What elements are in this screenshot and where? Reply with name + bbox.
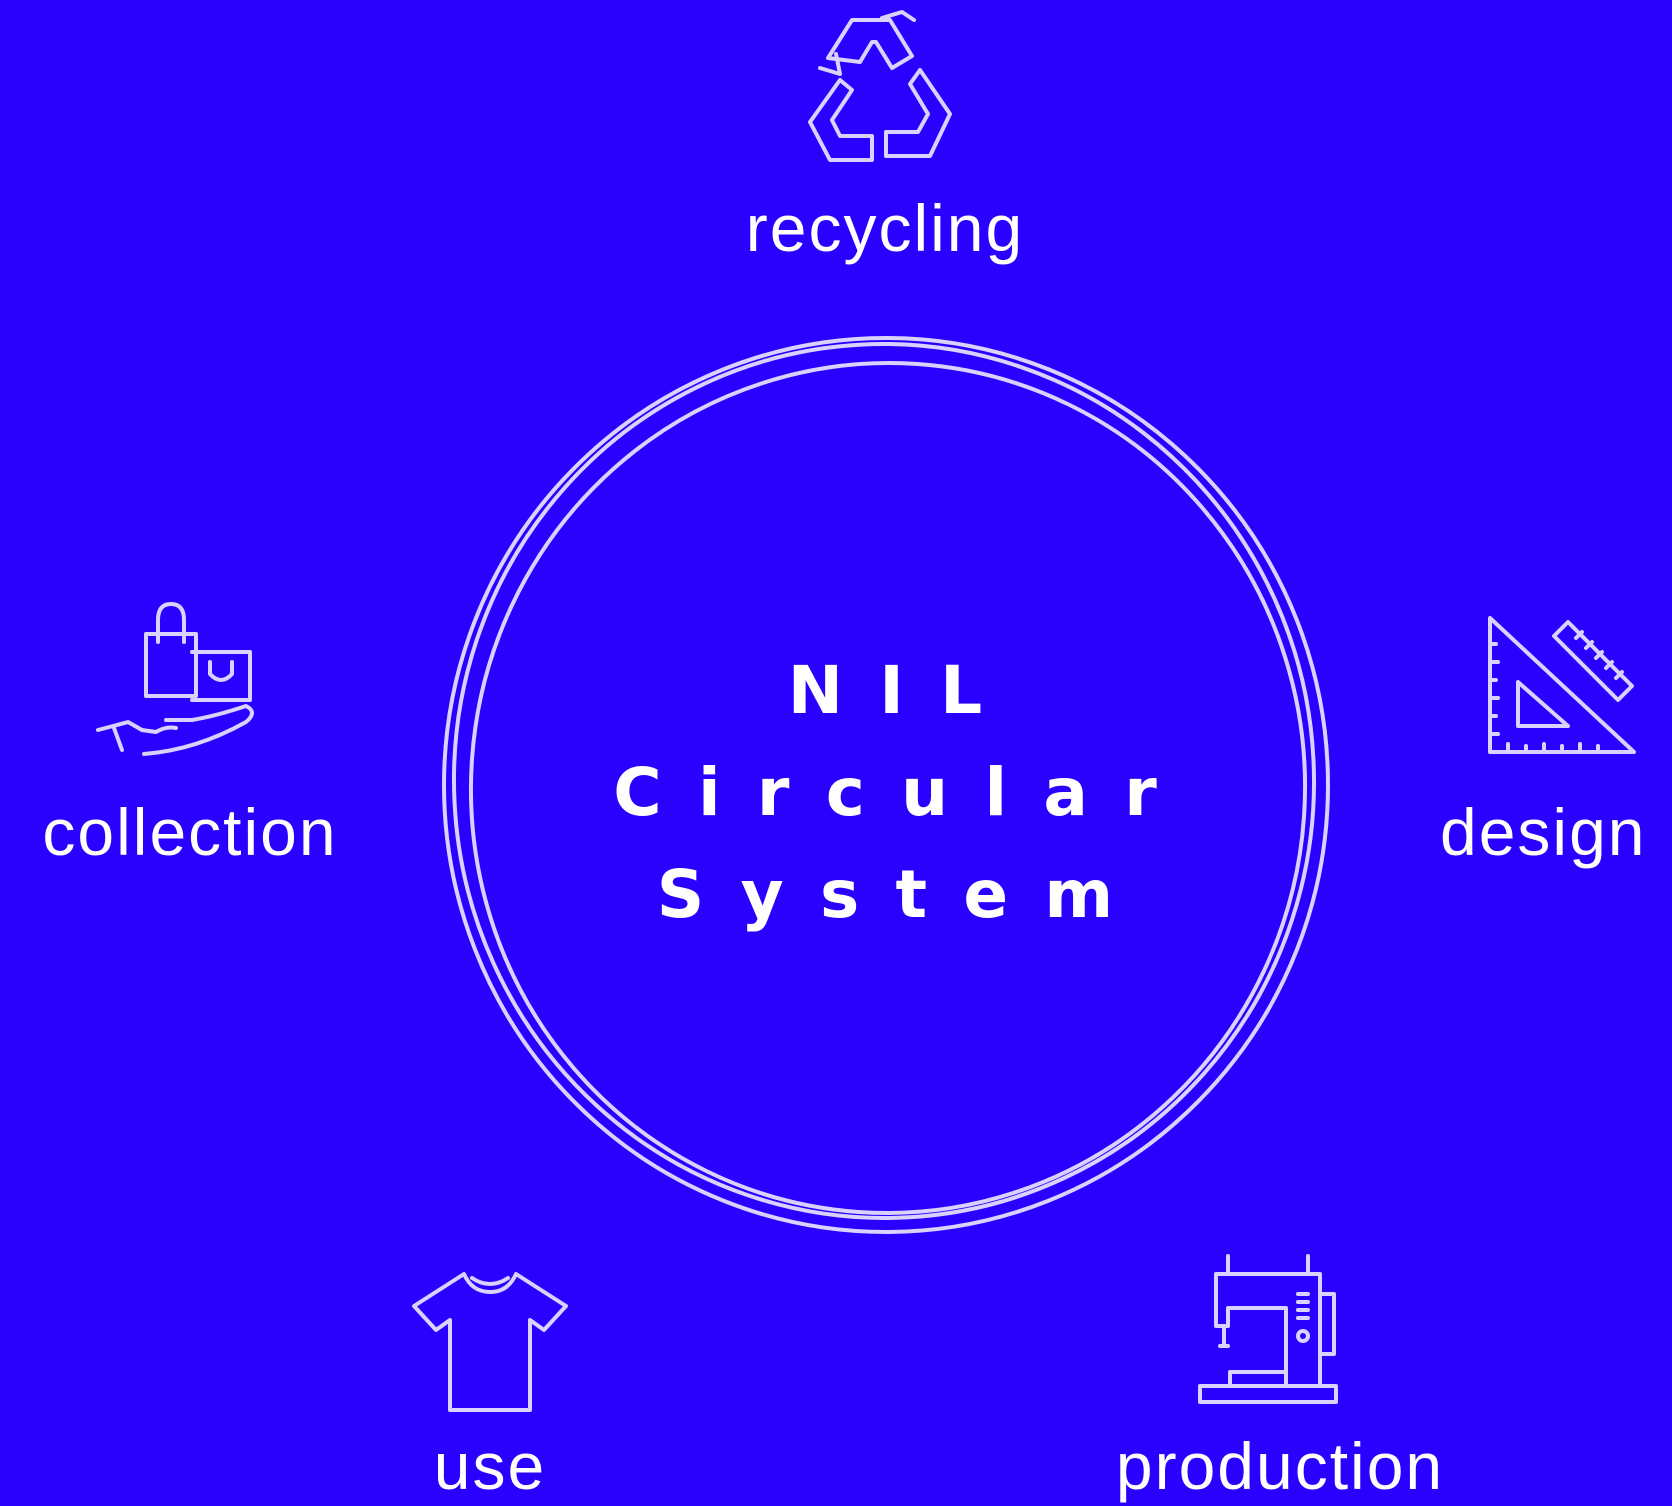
node-design: design [1420,610,1672,870]
center-title-line2: Circular [613,754,1194,831]
center-title-line3: System [656,856,1150,933]
node-production: production [1080,1250,1480,1505]
node-recycling: recycling [720,0,1050,270]
node-label-design: design [1440,795,1647,869]
node-label-recycling: recycling [745,191,1025,265]
center-title-line1: NIL [787,652,1019,729]
set-square-ruler-icon [1488,616,1638,756]
recycle-icon [790,10,970,165]
node-collection: collection [0,600,380,870]
t-shirt-icon [412,1272,568,1412]
node-label-use: use [433,1429,547,1503]
node-label-production: production [1115,1429,1445,1503]
node-use: use [350,1260,630,1505]
center-title: NIL Circular System [560,640,1210,946]
node-label-collection: collection [42,795,338,869]
hand-shopping-bags-icon [96,600,266,760]
sewing-machine-icon [1190,1254,1350,1414]
